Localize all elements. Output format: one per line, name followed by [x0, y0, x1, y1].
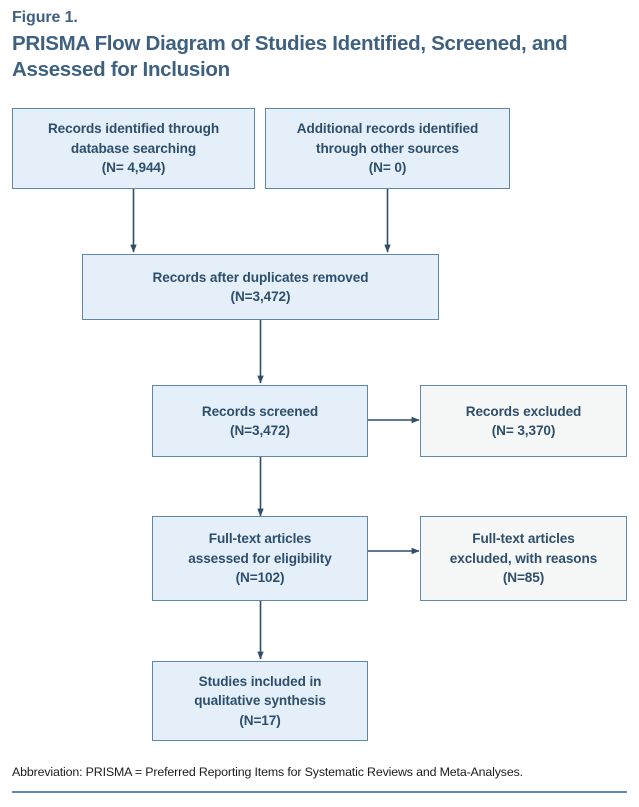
node-label: Additional records identified through ot…: [296, 121, 479, 176]
node-label: Records after duplicates removed (N=3,47…: [152, 269, 369, 305]
figure-label: Figure 1.: [12, 9, 78, 26]
node-label: Full-text articles excluded, with reason…: [449, 531, 598, 586]
node-records-screened[interactable]: Records screened (N=3,472): [152, 385, 368, 457]
node-fulltext-assessed-eligibility[interactable]: Full-text articles assessed for eligibil…: [152, 516, 368, 601]
node-additional-records-other-sources[interactable]: Additional records identified through ot…: [265, 108, 510, 189]
node-label: Records identified through database sear…: [47, 121, 220, 176]
node-records-identified-database[interactable]: Records identified through database sear…: [12, 108, 255, 189]
node-label: Studies included in qualitative synthesi…: [194, 673, 326, 728]
node-label: Records screened (N=3,472): [201, 403, 319, 439]
node-studies-included-qualitative-synthesis[interactable]: Studies included in qualitative synthesi…: [152, 661, 368, 741]
figure-header: Figure 1. PRISMA Flow Diagram of Studies…: [12, 8, 612, 83]
abbreviation-note: Abbreviation: PRISMA = Preferred Reporti…: [12, 765, 523, 779]
footer-divider: [12, 791, 627, 793]
node-label: Records excluded (N= 3,370): [465, 403, 582, 439]
node-records-excluded[interactable]: Records excluded (N= 3,370): [420, 385, 627, 457]
node-fulltext-excluded-with-reasons[interactable]: Full-text articles excluded, with reason…: [420, 516, 627, 601]
page-title: PRISMA Flow Diagram of Studies Identifie…: [12, 32, 568, 81]
node-records-after-duplicates-removed[interactable]: Records after duplicates removed (N=3,47…: [82, 254, 439, 320]
node-label: Full-text articles assessed for eligibil…: [188, 531, 332, 586]
